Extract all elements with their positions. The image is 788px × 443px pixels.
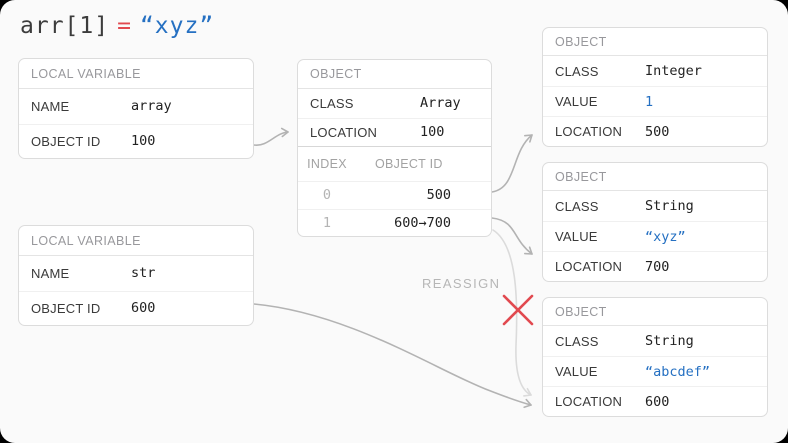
location-row: LOCATION 500 (543, 116, 767, 146)
row-label: CLASS (555, 63, 599, 79)
location-row: LOCATION 600 (543, 386, 767, 416)
row-label: VALUE (555, 364, 598, 379)
code-rhs: “xyz” (139, 13, 215, 39)
local-variable-array-box: LOCAL VARIABLE NAME array OBJECT ID 100 (18, 58, 254, 159)
code-assign-operator: = (117, 13, 132, 39)
local-variable-str-box: LOCAL VARIABLE NAME str OBJECT ID 600 (18, 225, 254, 326)
value-row: VALUE 1 (543, 86, 767, 116)
object-id-cell: 500 (426, 187, 451, 204)
row-label: VALUE (555, 229, 598, 244)
row-value: 100 (131, 133, 156, 150)
row-value: 1 (645, 93, 654, 110)
reassign-label: REASSIGN (422, 276, 501, 291)
row-label: VALUE (555, 94, 598, 109)
box-header: OBJECT (543, 298, 767, 326)
location-row: LOCATION 700 (543, 251, 767, 281)
string-object-600-box: OBJECT CLASS String VALUE “abcdef” LOCAT… (542, 297, 768, 417)
row-value: 600 (645, 393, 670, 410)
value-row: VALUE “xyz” (543, 221, 767, 251)
class-row: CLASS String (543, 191, 767, 221)
row-value: “xyz” (645, 228, 686, 245)
row-label: NAME (31, 98, 70, 114)
index-table-row: 0 500 (298, 181, 491, 209)
class-row: CLASS Array (298, 89, 491, 118)
arrow-index1-to-string-700-object (491, 217, 533, 255)
index-table-header: INDEX OBJECT ID (298, 147, 491, 181)
index-table: INDEX OBJECT ID 0 500 1 600→700 (298, 146, 491, 236)
location-row: LOCATION 100 (298, 117, 491, 147)
arrow-index0-to-integer-object (491, 134, 533, 193)
arrow-array-var-to-array-object (253, 127, 289, 146)
row-value: array (131, 98, 172, 115)
index-column-header: INDEX (307, 157, 347, 171)
row-value: 500 (645, 123, 670, 140)
row-value: 600 (131, 300, 156, 317)
string-object-700-box: OBJECT CLASS String VALUE “xyz” LOCATION… (542, 162, 768, 282)
row-label: LOCATION (555, 124, 623, 139)
row-value: “abcdef” (645, 363, 711, 380)
object-id-column-header: OBJECT ID (375, 157, 443, 171)
box-header: OBJECT (543, 28, 767, 56)
integer-object-box: OBJECT CLASS Integer VALUE 1 LOCATION 50… (542, 27, 768, 147)
row-label: CLASS (555, 333, 599, 349)
code-lhs: arr[1] (20, 13, 110, 39)
box-header: LOCAL VARIABLE (19, 226, 253, 256)
row-label: LOCATION (555, 394, 623, 409)
reassign-cross-icon (502, 294, 534, 326)
index-table-row: 1 600→700 (298, 208, 491, 237)
row-value: 700 (645, 258, 670, 275)
object-id-cell: 600→700 (394, 214, 451, 231)
name-row: NAME array (19, 89, 253, 124)
row-label: OBJECT ID (31, 300, 101, 316)
row-value: String (645, 333, 694, 349)
code-expression: arr[1] = “xyz” (20, 13, 214, 39)
index-cell: 1 (322, 214, 332, 231)
row-value: 100 (420, 124, 445, 141)
row-label: OBJECT ID (31, 133, 101, 149)
arrow-str-var-to-string-600-object (253, 303, 532, 409)
row-label: LOCATION (310, 124, 378, 140)
class-row: CLASS Integer (543, 56, 767, 86)
object-id-row: OBJECT ID 100 (19, 123, 253, 159)
row-value: Array (420, 95, 461, 112)
row-value: String (645, 198, 694, 214)
row-label: NAME (31, 265, 70, 281)
row-value: Integer (645, 63, 702, 79)
box-header: OBJECT (298, 60, 491, 89)
box-header: LOCAL VARIABLE (19, 59, 253, 89)
value-row: VALUE “abcdef” (543, 356, 767, 386)
array-object-box: OBJECT CLASS Array LOCATION 100 INDEX OB… (297, 59, 492, 237)
class-row: CLASS String (543, 326, 767, 356)
object-id-row: OBJECT ID 600 (19, 290, 253, 326)
row-value: str (131, 265, 156, 282)
row-label: CLASS (555, 198, 599, 214)
row-label: CLASS (310, 95, 354, 111)
index-cell: 0 (322, 187, 332, 204)
box-header: OBJECT (543, 163, 767, 191)
arrow-old-index1-to-string-600-object (492, 229, 532, 397)
row-label: LOCATION (555, 259, 623, 274)
name-row: NAME str (19, 256, 253, 291)
